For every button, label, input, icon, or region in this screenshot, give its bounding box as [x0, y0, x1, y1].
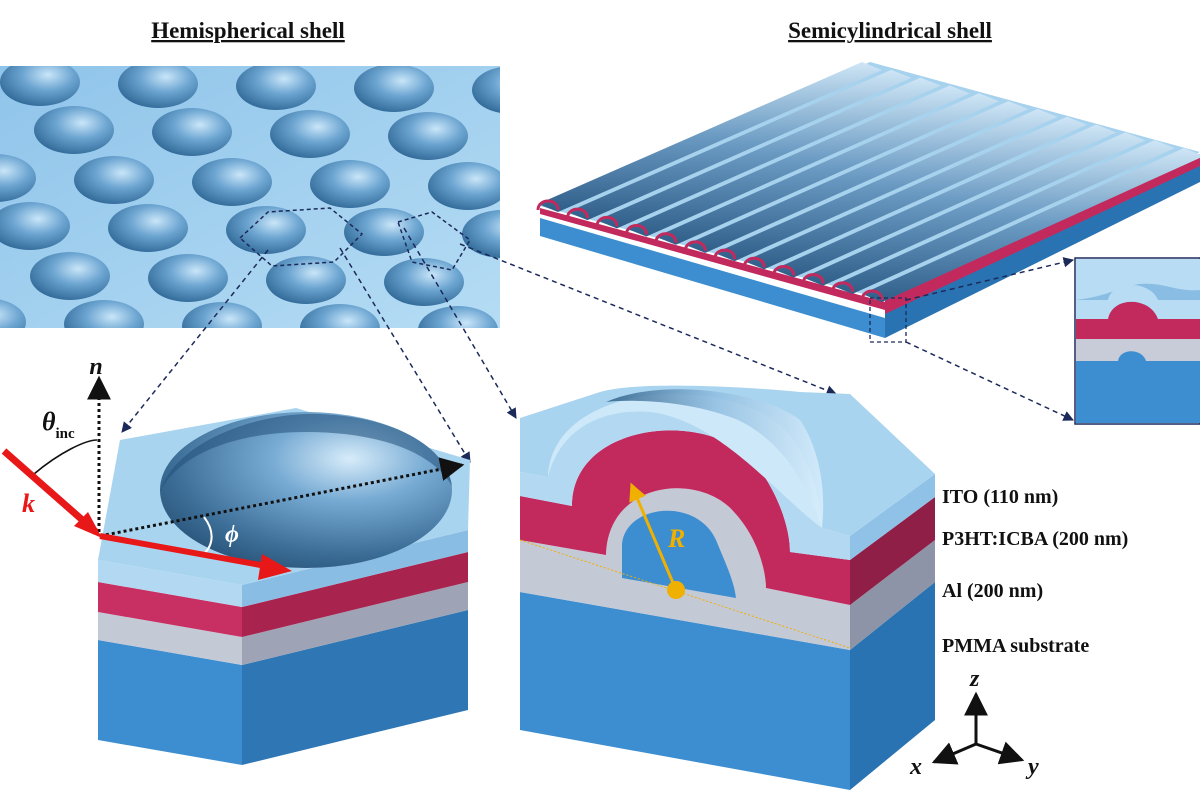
zoom-connector-lines	[121, 227, 1075, 463]
axis-z-label: z	[969, 666, 980, 692]
dimple	[226, 206, 306, 254]
dimple	[182, 302, 262, 328]
dimple	[108, 204, 188, 252]
legend-ito: ITO (110 nm)	[942, 486, 1058, 508]
cylinder-axis-line	[519, 539, 851, 649]
grating-ridge	[803, 132, 1146, 286]
grating-ridge-edge	[742, 256, 766, 268]
layer-legend: ITO (110 nm) P3HT:ICBA (200 nm) Al (200 …	[942, 486, 1128, 657]
axis-y-label: y	[1025, 754, 1039, 780]
hemispherical-array-panel	[0, 66, 670, 356]
dimple	[310, 160, 390, 208]
grating-ridge-edge	[595, 215, 619, 227]
grating-ridge	[655, 93, 1000, 245]
grating-ridge	[567, 69, 912, 221]
incidence-angle-arc	[33, 439, 98, 475]
grating-ridge-edge	[565, 207, 589, 219]
projected-beam-head	[258, 554, 292, 580]
phi-label: ϕ	[225, 522, 239, 548]
radius-center-dot	[667, 581, 685, 599]
grating-ridge-edge	[536, 199, 560, 211]
grating-ridge-edge	[801, 273, 825, 284]
incident-beam-head	[74, 512, 102, 538]
semicylinder-cell-outline	[397, 211, 471, 271]
coordinate-axes: z x y	[909, 666, 1039, 780]
grating-ridges	[536, 62, 1200, 302]
grating-ridge-edge	[654, 232, 678, 244]
legend-pmma: PMMA substrate	[942, 635, 1089, 657]
dimple	[74, 156, 154, 204]
grating-ridge	[744, 116, 1087, 270]
title-semicylindrical: Semicylindrical shell	[788, 18, 992, 43]
dimple	[148, 254, 228, 302]
dimple	[236, 66, 316, 110]
projected-beam-arrow	[99, 533, 267, 569]
grating-ridge	[596, 77, 941, 229]
azimuth-reference-arrow	[99, 457, 465, 538]
azimuth-angle-arc	[203, 516, 213, 554]
dimple	[192, 158, 272, 206]
dimple	[344, 208, 424, 256]
grating-ridge-edge	[772, 264, 796, 276]
normal-vector-label: n	[89, 354, 102, 380]
grating-ridge	[714, 108, 1058, 262]
dimple	[0, 299, 26, 328]
axis-x-label: x	[909, 754, 922, 780]
dimple	[30, 252, 110, 300]
grating-ridge	[773, 124, 1117, 278]
grating-ridge	[832, 140, 1175, 294]
grating-ridge-edge	[831, 281, 855, 293]
grating-ridge	[626, 85, 970, 237]
incident-beam-arrow	[1, 448, 99, 535]
grating-ridge-edge	[713, 248, 737, 260]
dimple	[34, 106, 114, 154]
dimple	[266, 256, 346, 304]
wavevector-label: k	[22, 489, 35, 518]
dimple	[462, 210, 500, 258]
grating-cross-section-inset	[1074, 257, 1200, 425]
semicylindrical-grating	[536, 62, 1200, 343]
grating-ridge	[685, 101, 1029, 253]
dimple	[354, 66, 434, 112]
grating-ridge	[538, 62, 882, 212]
dimple	[418, 306, 498, 328]
dimple	[64, 300, 144, 328]
dimple	[536, 308, 616, 356]
grating-ridge	[862, 148, 1200, 302]
dimple	[428, 162, 500, 210]
dimple	[0, 154, 36, 202]
dimple	[506, 114, 586, 162]
radius-label: R	[667, 524, 685, 553]
dimple	[0, 202, 70, 250]
dimple-array	[0, 66, 670, 356]
hemispherical-dimple	[160, 412, 452, 568]
dimple	[502, 260, 582, 308]
hexagon-unit-cell-outline	[238, 207, 364, 267]
dimple	[590, 68, 670, 116]
grating-ridge-edge	[860, 289, 884, 301]
dimple	[152, 108, 232, 156]
dimple	[270, 110, 350, 158]
legend-al: Al (200 nm)	[942, 580, 1043, 602]
grating-ridge-edge	[624, 224, 648, 235]
grating-ridge-edge	[683, 240, 707, 252]
dimple	[472, 67, 500, 113]
dimple	[384, 258, 464, 306]
legend-p3ht-icba: P3HT:ICBA (200 nm)	[942, 528, 1128, 550]
semicylindrical-unit-cell	[519, 385, 935, 790]
dimple	[388, 112, 468, 160]
grating-zoom-marker	[869, 297, 907, 343]
dimple	[118, 66, 198, 108]
theta-inc-label: θinc	[42, 407, 75, 442]
dimple	[300, 304, 380, 328]
dimple	[0, 66, 80, 106]
radius-arrow	[629, 482, 678, 591]
hexagonal-unit-cell	[98, 408, 470, 765]
title-hemispherical: Hemispherical shell	[151, 18, 345, 43]
